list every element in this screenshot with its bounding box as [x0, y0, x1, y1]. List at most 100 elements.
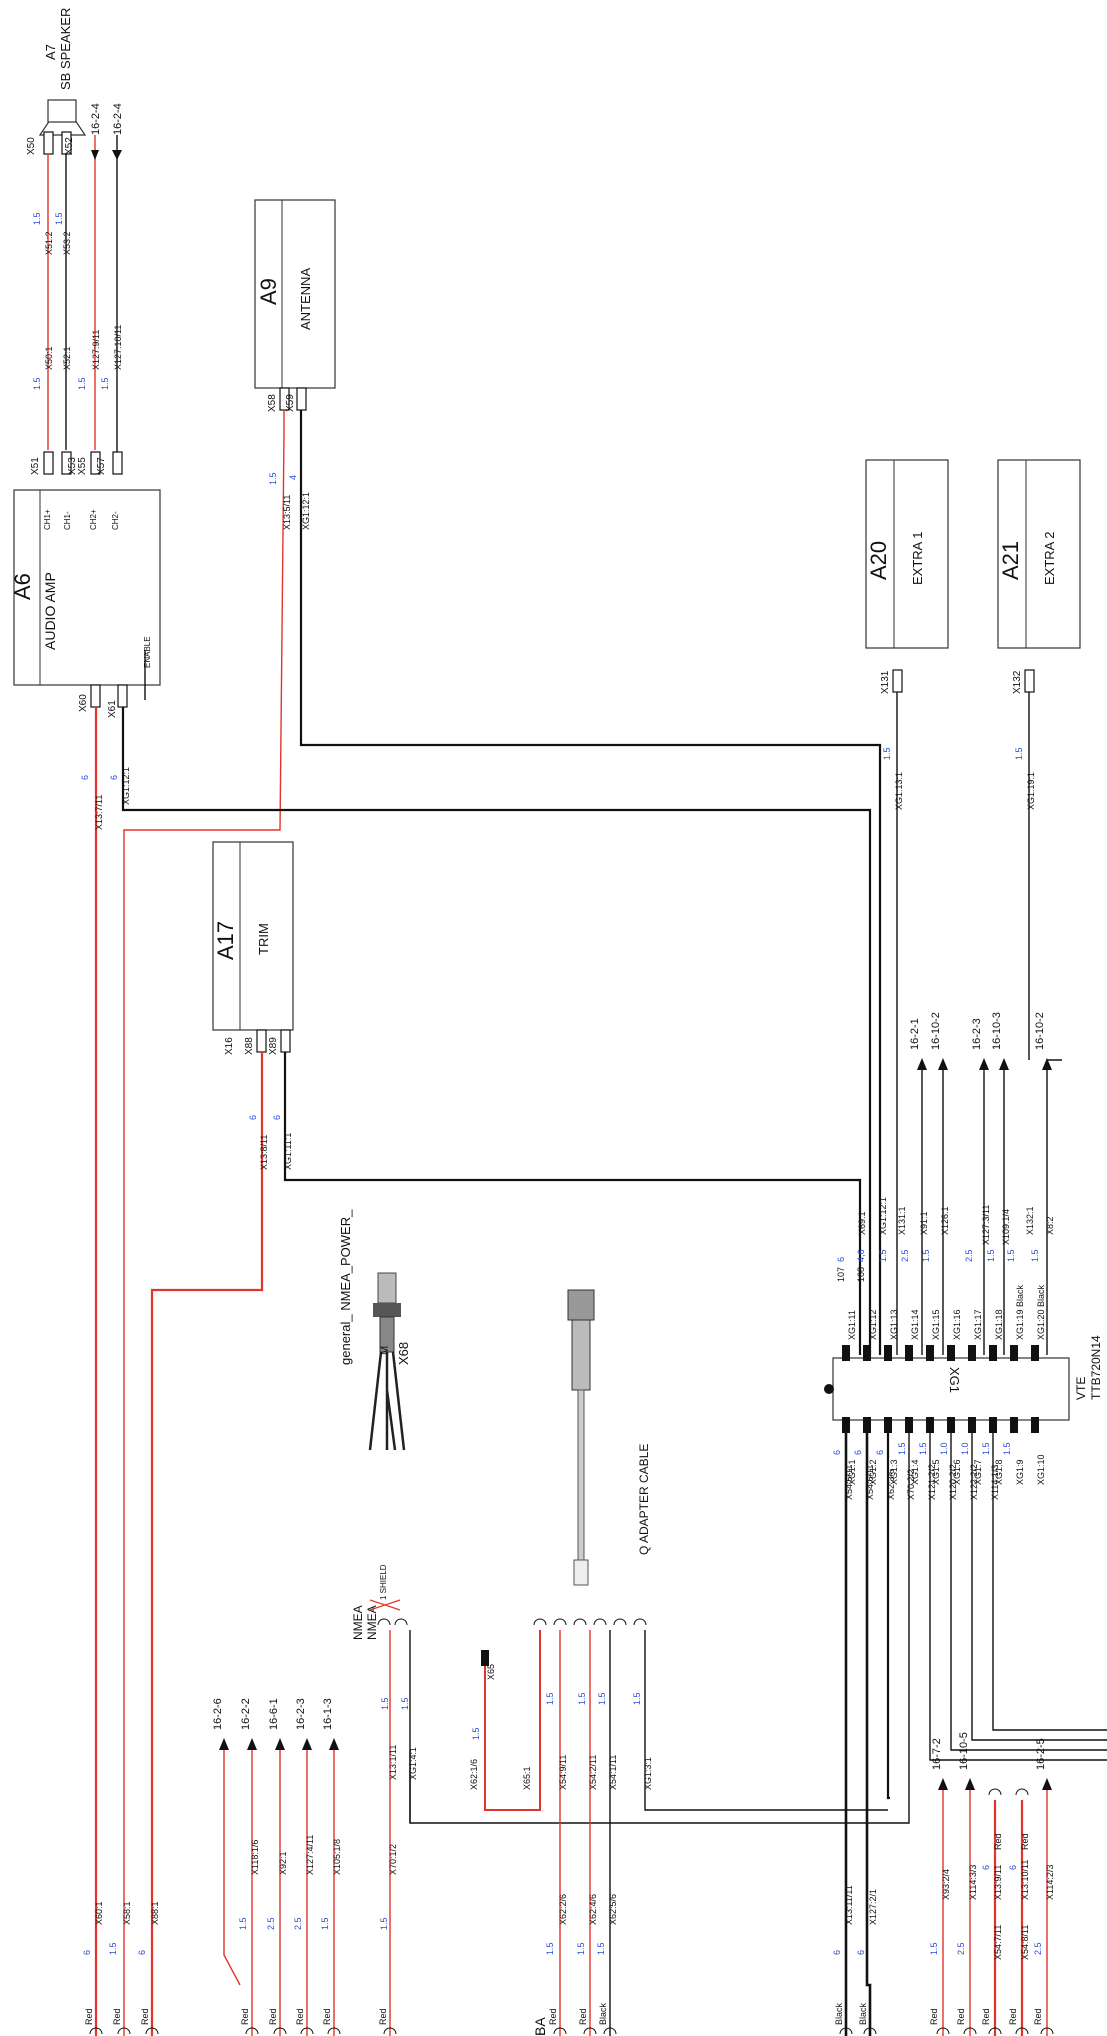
nmea-connector-top [377, 1272, 397, 1304]
xg1-bottom-label: XG1:2 [868, 1459, 878, 1485]
xg1-connector: XG1 VTE TTB720N14 [824, 1335, 1103, 1421]
lbl-x62-26: X62:2/6 [558, 1894, 568, 1925]
xg1-bottom-label: XG1:6 [952, 1459, 962, 1485]
vte-id: VTE [1074, 1377, 1088, 1400]
x89-label: X89 [268, 1037, 279, 1055]
arrow-speaker-ref1 [91, 150, 99, 160]
cup-x13-10 [1015, 1788, 1029, 1796]
a21-box [997, 459, 1081, 649]
g-19: 2.5 [964, 1249, 974, 1262]
plug-cup [89, 2027, 103, 2035]
g-55: 6 [1008, 1865, 1018, 1870]
lbl-x127-2: X127:2/1 [868, 1889, 878, 1925]
plug-cup [839, 2027, 853, 2035]
xg1-title: XG1 [947, 1367, 962, 1393]
wire-x65 [484, 1630, 541, 1811]
trim-a17: A17 TRIM [212, 841, 294, 1031]
xg1-bottom-pin [1010, 1417, 1018, 1433]
x65-label: X65 [486, 1664, 496, 1680]
a6-ch1b: CH1- [63, 511, 72, 530]
g-38: 1.5 [632, 1692, 642, 1705]
lbl-xg1-12-top: XG1:12:1 [878, 1197, 888, 1235]
x57-pin [112, 451, 123, 475]
speaker-ref1: 16-2-4 [90, 103, 102, 135]
g-11: 6 [272, 1115, 282, 1120]
ref5: 16-10-2 [1034, 1012, 1046, 1050]
g-24: 6 [853, 1450, 863, 1455]
bottom-right-refs: 16-7-2 16-10-5 16-2-5 X93:2/4 X114:3/3 X… [929, 1732, 1055, 2036]
lbl-x62-46: X62:4/6 [588, 1894, 598, 1925]
lbl-x54-6: X54:6/11 [865, 1465, 875, 1500]
g-34: 1.5 [471, 1727, 481, 1740]
a6-id: A6 [10, 573, 35, 600]
arrow-left-ref3 [275, 1738, 285, 1750]
g-18: 1.5 [921, 1249, 931, 1262]
audio-amp-a6: A6 AUDIO AMP CH1+ CH1- CH2+ CH2- ENABLE [10, 489, 161, 700]
a20-name: EXTRA 1 [910, 532, 925, 585]
xg1-top-label: XG1:14 [910, 1309, 920, 1340]
lbl-x53-2: X53:2 [62, 231, 72, 255]
xg1-bottom-label: XG1:1 [847, 1459, 857, 1485]
extra1-a20: A20 EXTRA 1 [865, 459, 949, 649]
wire-xg1-3 [886, 1420, 890, 1800]
arrow-left-ref4 [302, 1738, 312, 1750]
a6-box [13, 489, 161, 686]
q-label: Q ADAPTER CABLE [637, 1444, 651, 1555]
lbl-x62-36: X62:3/6 [886, 1469, 896, 1500]
speaker-ref2: 16-2-4 [112, 103, 124, 135]
lbl-xg1-12b: XG1:12:1 [121, 767, 131, 805]
lbl-x122: X122:2/2 [969, 1464, 979, 1500]
red-12: Red [956, 2008, 966, 2025]
plug-cup [383, 2027, 397, 2035]
xg1-bottom-label: XG1:9 [1015, 1459, 1025, 1485]
a17-id: A17 [213, 921, 238, 960]
a9-name: ANTENNA [298, 268, 313, 330]
x59-label: X59 [285, 394, 296, 412]
plug-cup [117, 2027, 131, 2035]
left-ref4: 16-2-3 [295, 1698, 307, 1730]
arrow-bot-ref2 [965, 1778, 975, 1790]
g-53: 2.5 [956, 1942, 966, 1955]
g-41: 2.5 [293, 1917, 303, 1930]
g-16: 1.5 [878, 1249, 888, 1262]
x62-cup4 [593, 1618, 607, 1626]
g-50: 6 [832, 1950, 842, 1955]
lbl-xg1-12: XG1:12:1 [301, 492, 311, 530]
a17-name: TRIM [256, 923, 271, 955]
red-7: Red [322, 2008, 332, 2025]
lbl-x51-2: X51:2 [44, 231, 54, 255]
lbl-x109: X109:1/4 [1001, 1209, 1011, 1245]
lbl-x54-5: X54:5/11 [844, 1465, 854, 1500]
xg1-body [832, 1357, 1070, 1421]
lbl-x127-9: X127:9/11 [91, 330, 101, 370]
g-26: 1.5 [897, 1442, 907, 1455]
arrow-ref1 [917, 1058, 927, 1070]
g-31: 1.5 [1002, 1442, 1012, 1455]
xg1-top-label: XG1:11 [847, 1310, 857, 1340]
lbl-x92: X92:1 [278, 1851, 288, 1875]
q-cable [577, 1389, 585, 1561]
lbl-x62-56: X62:5/6 [608, 1894, 618, 1925]
g-35: 1.5 [545, 1692, 555, 1705]
plug-cup [583, 2027, 597, 2035]
g-8: 6 [80, 775, 90, 780]
x132-pin [1024, 669, 1035, 693]
g-23: 6 [832, 1450, 842, 1455]
plug-cup [988, 2027, 1002, 2035]
x61-label: X61 [107, 700, 118, 718]
lbl-x69-1: X69:1 [857, 1211, 867, 1235]
lbl-x54-2: X54:2/11 [588, 1755, 598, 1790]
left-ref1: 16-2-6 [212, 1698, 224, 1730]
x89-pin [280, 1029, 291, 1053]
wire-xg1-5 [929, 1420, 1107, 1761]
wire-x89-xg1-11 [283, 1052, 862, 1355]
arrow-ref3 [979, 1058, 989, 1070]
q-head [567, 1289, 595, 1321]
g-1: 1.5 [32, 212, 42, 225]
red-8: Red [378, 2008, 388, 2025]
plug-cup [603, 2027, 617, 2035]
xg1-bottom-label: XG1:7 [973, 1459, 983, 1485]
lbl-x13-10: X13:10/11 [1020, 1860, 1030, 1900]
upper-refs: 16-2-1 16-10-2 16-2-3 16-10-3 16-10-2 [909, 1012, 1062, 1355]
lbl-x88: X88:1 [150, 1901, 160, 1925]
